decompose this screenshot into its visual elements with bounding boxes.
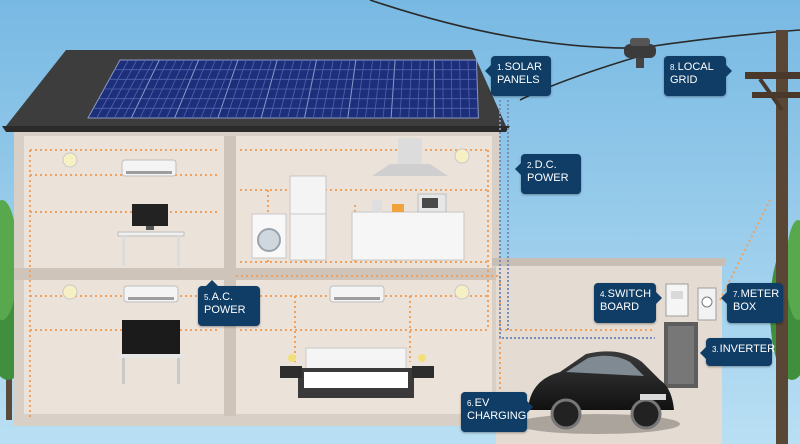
solar-cell-line [382, 59, 390, 119]
washing-machine-icon [251, 213, 287, 259]
solar-cell-line [287, 59, 303, 119]
air-conditioner-icon-lower-right [329, 285, 385, 303]
solar-cell-line [235, 59, 256, 119]
label-number: 1. [497, 63, 504, 72]
label-switch-board: 4.SWITCH BOARD [594, 283, 662, 323]
label-number: 2. [527, 161, 534, 170]
solar-cell-line [96, 59, 129, 119]
dc-wiring [499, 100, 655, 339]
label-text: A.C. POWER [204, 291, 246, 316]
label-text: METER BOX [733, 288, 780, 313]
solar-cell-line [157, 59, 185, 119]
solar-cell-line [365, 59, 373, 119]
range-hood-icon [372, 138, 448, 176]
solar-cell-line [339, 59, 351, 119]
roof-edge [2, 126, 510, 132]
solar-cell-line [200, 59, 225, 119]
tv-desk-icon [117, 204, 185, 266]
solar-cell-line [321, 59, 334, 119]
solar-cell-line [269, 59, 286, 119]
label-text: EV CHARGING [467, 397, 527, 422]
solar-cell-line [450, 59, 453, 119]
air-conditioner-icon [121, 159, 177, 177]
kitchen-counter-icon [351, 193, 465, 261]
solar-cell-line [373, 59, 382, 119]
inverter-icon [664, 322, 698, 388]
solar-cell-line [399, 59, 404, 119]
utility-pole-icon [745, 30, 800, 444]
solar-cell-line [417, 59, 421, 119]
solar-cell-line [356, 59, 365, 119]
solar-cell-line [459, 59, 462, 119]
solar-cell-line [312, 59, 326, 119]
solar-cell-line [183, 59, 208, 119]
solar-cell-line [467, 59, 470, 119]
garage-roof-edge [492, 258, 726, 266]
grid-transformer-icon [624, 38, 656, 68]
solar-cell-line [114, 59, 146, 119]
label-solar-panels: 1.SOLAR PANELS [485, 56, 551, 96]
label-number: 7. [733, 290, 740, 299]
label-dc-power: 2.D.C. POWER [515, 154, 581, 194]
label-text: D.C. POWER [527, 159, 569, 184]
label-inverter: 3.INVERTER [700, 338, 776, 366]
television-icon [118, 320, 184, 384]
label-number: 8. [670, 63, 677, 72]
air-conditioner-icon-lower-left [123, 285, 179, 303]
solar-cell-line [252, 59, 272, 119]
solar-cell-line [330, 59, 343, 119]
wall-lamp-icon [62, 148, 470, 300]
refrigerator-icon [289, 175, 327, 261]
solar-cell-line [191, 59, 216, 119]
label-text: SOLAR PANELS [497, 61, 542, 86]
solar-cell-line [243, 59, 264, 119]
solar-cell-line [105, 59, 138, 119]
meter-box-icon [697, 287, 717, 321]
bed-icon [280, 347, 434, 398]
solar-cell-line [209, 59, 233, 119]
solar-cell-line [166, 59, 194, 119]
solar-cell-line [148, 59, 177, 119]
floor-divider [14, 268, 500, 280]
label-text: SWITCH BOARD [600, 288, 652, 313]
solar-cell-line [226, 59, 247, 119]
label-meter-box: 7.METER BOX [721, 283, 783, 323]
solar-cell-line [296, 59, 312, 119]
label-ac-power: 5.A.C. POWER [198, 280, 260, 326]
label-text: LOCAL GRID [670, 61, 714, 86]
solar-cell-line [139, 59, 169, 119]
label-number: 4. [600, 290, 607, 299]
solar-panel-array [87, 59, 479, 119]
solar-cell-line [408, 59, 413, 119]
label-number: 3. [712, 345, 719, 354]
label-ev-charging: 6.EV CHARGING [461, 392, 533, 432]
switch-board-icon [665, 283, 689, 317]
label-number: 5. [204, 293, 211, 302]
label-number: 6. [467, 399, 474, 408]
label-text: INVERTER [719, 343, 776, 355]
ev-car-icon [516, 351, 680, 434]
solar-cell-line [122, 59, 154, 119]
label-local-grid: 8.LOCAL GRID [664, 56, 732, 96]
solar-cell-line [425, 59, 430, 119]
solar-cell-line [278, 59, 295, 119]
wall-divider [224, 136, 236, 416]
